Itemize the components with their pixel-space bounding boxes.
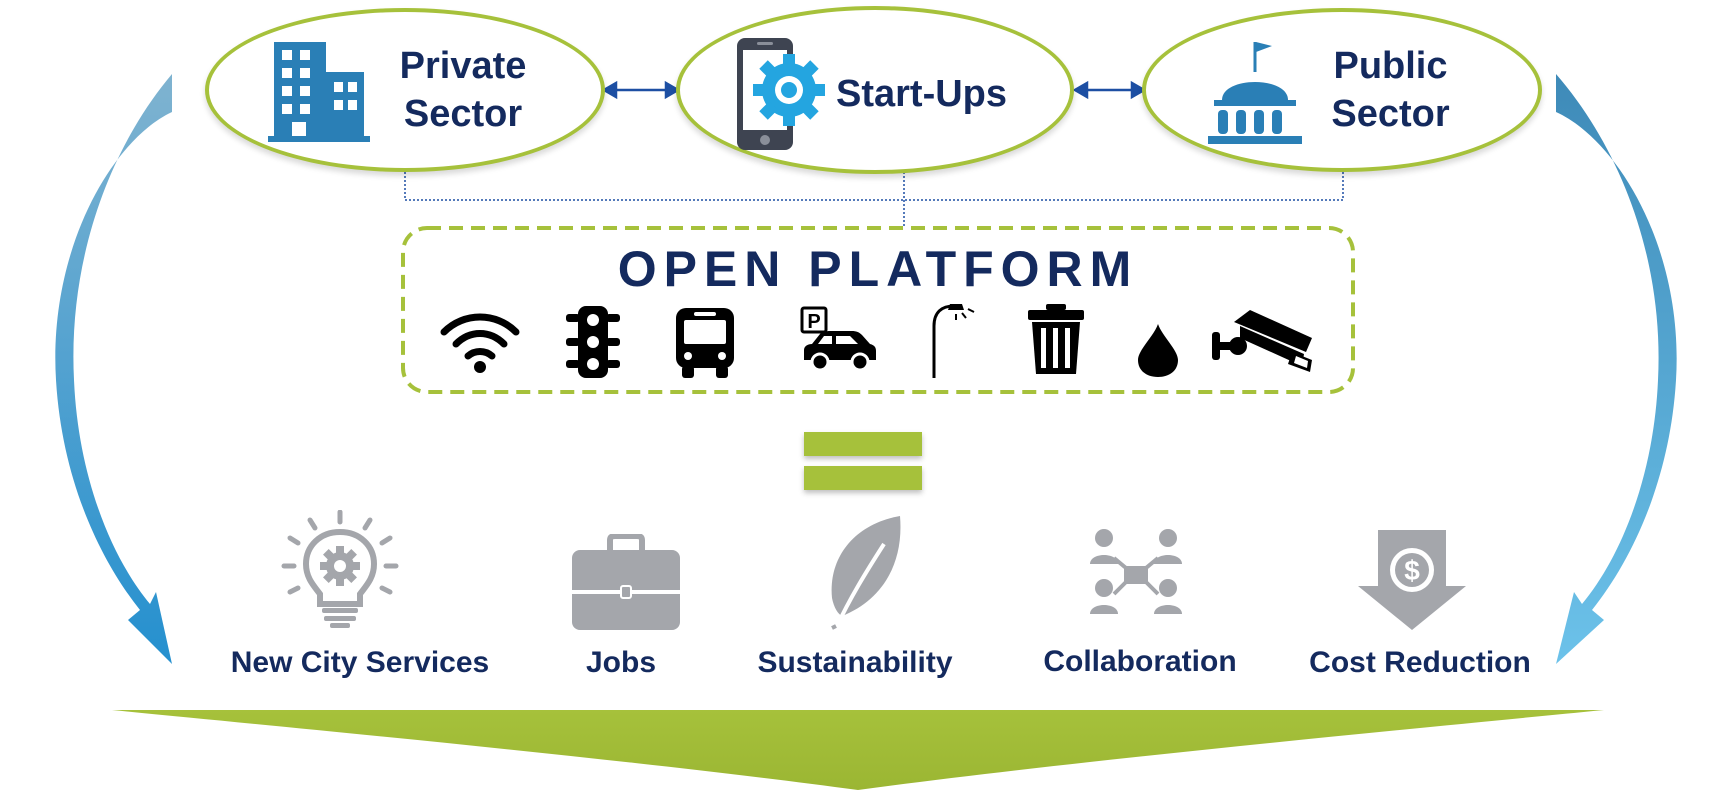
bus-icon xyxy=(676,308,734,378)
leaf-icon xyxy=(831,516,901,630)
connector-startups-public xyxy=(1072,80,1147,100)
office-building-icon xyxy=(268,42,370,142)
collaboration-people-icon xyxy=(1090,529,1182,614)
open-platform-title: OPEN PLATFORM xyxy=(617,241,1139,297)
traffic-light-icon xyxy=(566,306,620,378)
water-drop-icon xyxy=(1138,324,1178,377)
private-sector-ellipse xyxy=(205,8,605,172)
wifi-icon xyxy=(440,313,520,373)
dollar-down-arrow-icon: $ xyxy=(1358,530,1466,630)
outcome-collaboration: Collaboration xyxy=(1043,645,1237,678)
lightbulb-gear-icon xyxy=(281,510,399,628)
security-camera-icon xyxy=(1212,310,1312,372)
svg-text:$: $ xyxy=(1404,555,1420,586)
right-curved-arrow xyxy=(1556,74,1677,664)
startups-label: Start-Ups xyxy=(836,73,1008,115)
public-sector-ellipse xyxy=(1142,8,1542,172)
connector-private-startups xyxy=(601,80,681,100)
public-sector-label: Public Sector xyxy=(1331,45,1450,135)
private-sector-label: Private Sector xyxy=(399,45,527,135)
outcome-cost-reduction: Cost Reduction xyxy=(1309,646,1531,679)
trash-can-icon xyxy=(1028,304,1084,374)
phone-gear-icon xyxy=(737,38,825,150)
briefcase-icon xyxy=(572,534,680,630)
bottom-chevron xyxy=(112,710,1604,790)
equals-bar-bottom xyxy=(804,466,922,490)
street-light-icon xyxy=(932,304,975,378)
outcome-sustainability: Sustainability xyxy=(757,646,953,679)
equals-bar-top xyxy=(804,432,922,456)
left-curved-arrow xyxy=(55,74,172,664)
open-platform-box xyxy=(401,226,1355,394)
government-building-icon xyxy=(1208,42,1302,144)
dotted-bracket xyxy=(404,172,1344,226)
svg-text:P: P xyxy=(807,311,820,333)
outcome-new-city-services: New City Services xyxy=(230,646,490,679)
parking-car-icon: P xyxy=(800,306,876,372)
outcome-jobs: Jobs xyxy=(585,646,657,679)
